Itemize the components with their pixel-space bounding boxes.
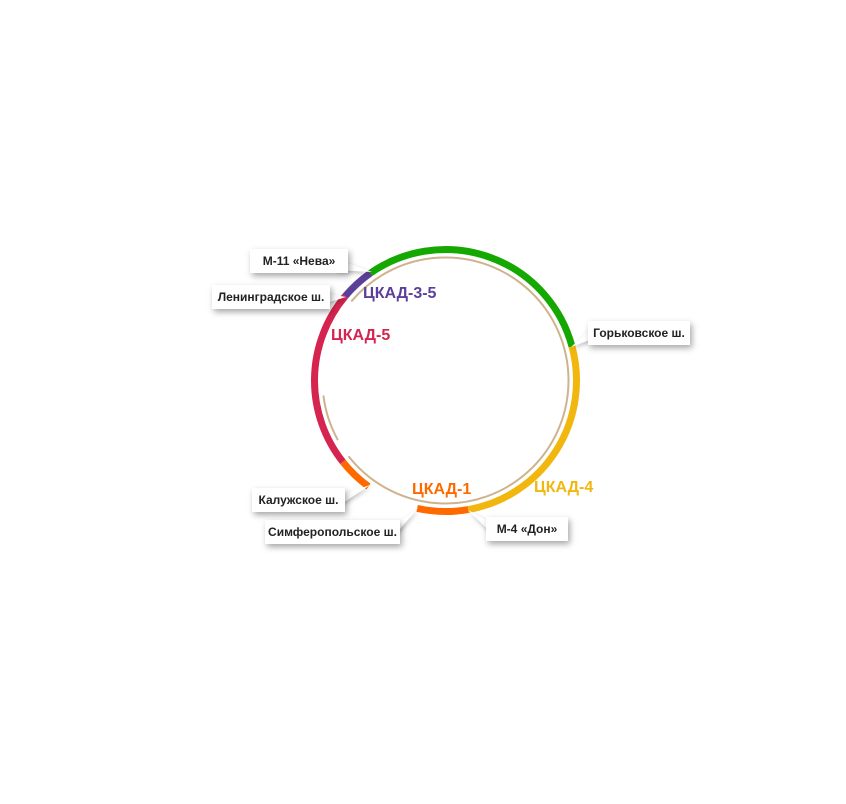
label-m4-don: М-4 «Дон» bbox=[486, 517, 568, 541]
segment-ckad-4 bbox=[467, 345, 580, 513]
inner-ring-arc bbox=[347, 256, 570, 505]
section-label-ckad-3-5: ЦКАД-3-5 bbox=[363, 285, 437, 302]
label-m11-neva: М-11 «Нева» bbox=[250, 249, 348, 273]
label-leningradskoe: Ленинградское ш. bbox=[212, 285, 330, 309]
segment-ckad-3-5 bbox=[342, 270, 373, 299]
label-kaluzhskoe: Калужское ш. bbox=[252, 488, 345, 512]
section-label-ckad-5: ЦКАД-5 bbox=[331, 327, 391, 344]
tail-kaluzhskoe bbox=[340, 485, 370, 505]
segment-ckad-5 bbox=[311, 294, 348, 465]
tail-m4 bbox=[468, 510, 490, 532]
inner-ring-arc bbox=[322, 395, 339, 441]
segment-ckad-1-west bbox=[340, 459, 371, 490]
segment-green bbox=[368, 246, 576, 348]
segment-ckad-1 bbox=[416, 504, 469, 515]
label-simferopolskoe: Симферопольское ш. bbox=[265, 520, 400, 544]
tail-simferopolskoe bbox=[395, 508, 418, 535]
tail-gorkovskoe bbox=[571, 330, 590, 347]
label-gorkovskoe: Горьковское ш. bbox=[588, 321, 690, 345]
section-label-ckad-4: ЦКАД-4 bbox=[534, 479, 594, 496]
section-label-ckad-1: ЦКАД-1 bbox=[412, 481, 472, 498]
